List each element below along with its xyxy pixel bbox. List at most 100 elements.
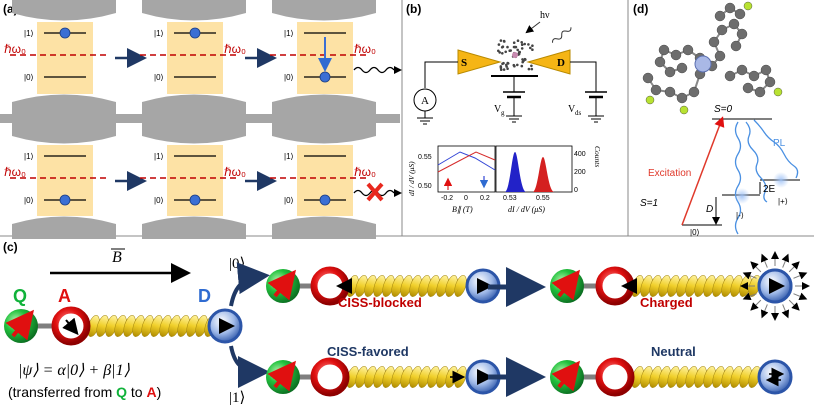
- molecule-atom: [506, 45, 509, 49]
- plot1-xtick-neg02: -0.2: [441, 195, 453, 202]
- carbon-atom: [736, 64, 748, 76]
- photon-arrow: [525, 21, 541, 34]
- plot2-frame: [495, 145, 573, 193]
- panel-d: (d) S=0 Excitation S=1 PL D 2E |0⟩ |-⟩ |…: [633, 1, 800, 237]
- ket0-label: |0⟩: [284, 73, 294, 82]
- molecule-atom: [499, 68, 503, 71]
- field-line: [760, 304, 769, 319]
- chiral-helix: [631, 366, 761, 388]
- plot2-ytick-400: 400: [574, 151, 586, 158]
- d-sphere: [757, 359, 793, 395]
- field-line: [750, 261, 762, 273]
- vds-label: V: [568, 104, 576, 115]
- vg-subscript: g: [501, 109, 505, 117]
- molecule-atom: [501, 52, 504, 55]
- plot1-xtick-02: 0.2: [480, 195, 490, 202]
- ground-gate: [506, 115, 522, 123]
- molecule-atom: [506, 61, 510, 65]
- field-line: [788, 299, 800, 311]
- cell-r0-c2: |1⟩|0⟩ℏω₀: [270, 0, 402, 117]
- hbar-omega-label: ℏω₀: [224, 42, 246, 56]
- carbon-atom: [664, 66, 676, 78]
- q-spin-arrow: [267, 269, 296, 301]
- molecule-atom: [502, 68, 506, 71]
- molecule-atom: [530, 67, 534, 71]
- d-label: D: [706, 204, 713, 215]
- chiral-helix: [346, 275, 467, 297]
- carbon-atom: [688, 86, 700, 98]
- cavity-mirror-bottom: [142, 216, 246, 239]
- ciss-favored-label: CISS-favored: [327, 344, 409, 359]
- panel-c-label: (c): [3, 240, 18, 254]
- cell-r1-c2: |1⟩|0⟩ℏω₀: [270, 123, 402, 239]
- molecule-atom: [513, 45, 517, 49]
- fluorine-atom: [679, 105, 689, 115]
- source-label: S: [461, 57, 467, 69]
- acceptor-a-ring: [595, 357, 635, 397]
- carbon-atom: [724, 70, 736, 82]
- a-ring: [51, 306, 91, 346]
- carbon-atom: [724, 2, 736, 14]
- plus-state-glow: [773, 172, 789, 188]
- field-line: [742, 271, 757, 280]
- electron-dot: [319, 71, 331, 83]
- transfer-a: A: [147, 384, 157, 400]
- pl-wave-1: [734, 121, 742, 235]
- a-ring: [595, 357, 635, 397]
- cavity-mirror-top: [12, 0, 116, 21]
- fluorine-atom: [773, 87, 783, 97]
- field-line: [750, 299, 762, 311]
- excitation-label: Excitation: [648, 168, 691, 179]
- carbon-atom: [654, 56, 666, 68]
- donor-q-sphere: [550, 360, 584, 394]
- drain-label: D: [557, 57, 565, 69]
- electron-dot: [189, 27, 201, 39]
- plot2-ylabel: Counts: [593, 146, 602, 167]
- donor-d-sphere: [207, 308, 243, 344]
- molecule-atom: [501, 45, 505, 48]
- transfer-post: ): [157, 384, 162, 400]
- carbon-atom: [708, 36, 720, 48]
- carbon-atom: [754, 86, 766, 98]
- plot1-frame: [437, 145, 496, 193]
- field-line: [781, 304, 790, 319]
- carbon-atom: [716, 24, 728, 36]
- molecule-atom: [512, 41, 516, 44]
- molecule-atom: [529, 46, 532, 50]
- molecule-atom: [502, 39, 506, 43]
- cavity-mirror-top: [142, 123, 246, 144]
- 2e-label: 2E: [763, 184, 776, 195]
- chain-initial: [4, 306, 243, 346]
- vds-subscript: ds: [575, 109, 582, 117]
- molecule-atom: [517, 52, 521, 56]
- molecule-atom: [520, 64, 524, 68]
- plot2-blue-histogram: [505, 152, 526, 192]
- plot1-ytick-055: 0.55: [418, 154, 432, 161]
- ket1-label: |1⟩: [154, 152, 164, 161]
- plot1-ytick-050: 0.50: [418, 183, 432, 190]
- molecule-atom: [516, 63, 519, 67]
- ket-plus-label: |+⟩: [778, 197, 788, 206]
- ket0-label: |0⟩: [690, 228, 700, 237]
- plot2-xlabel: dI / dV (μS): [508, 205, 545, 214]
- molecule-atom: [522, 59, 525, 63]
- minus-state-glow: [734, 188, 750, 204]
- ket1-label-c: |1⟩: [229, 390, 245, 406]
- carbon-atom: [764, 76, 776, 88]
- fluorine-atom: [743, 1, 753, 11]
- chain-neutral: [550, 357, 793, 397]
- pl-label: PL: [773, 138, 786, 149]
- carbon-atom: [714, 50, 726, 62]
- plot2-xtick-053: 0.53: [503, 195, 517, 202]
- s1-label: S=1: [640, 198, 658, 209]
- hbar-omega-label: ℏω₀: [354, 165, 376, 179]
- photon-wave: [552, 27, 572, 43]
- ket0-label: |0⟩: [154, 196, 164, 205]
- chiral-helix: [631, 275, 761, 297]
- cavity-mirror-bottom: [272, 216, 376, 239]
- carbon-atom: [748, 70, 760, 82]
- charged-field-lines: [740, 251, 810, 321]
- q-label: Q: [13, 286, 27, 306]
- central-metal-atom: [694, 55, 712, 73]
- q-spin-arrow: [551, 269, 580, 301]
